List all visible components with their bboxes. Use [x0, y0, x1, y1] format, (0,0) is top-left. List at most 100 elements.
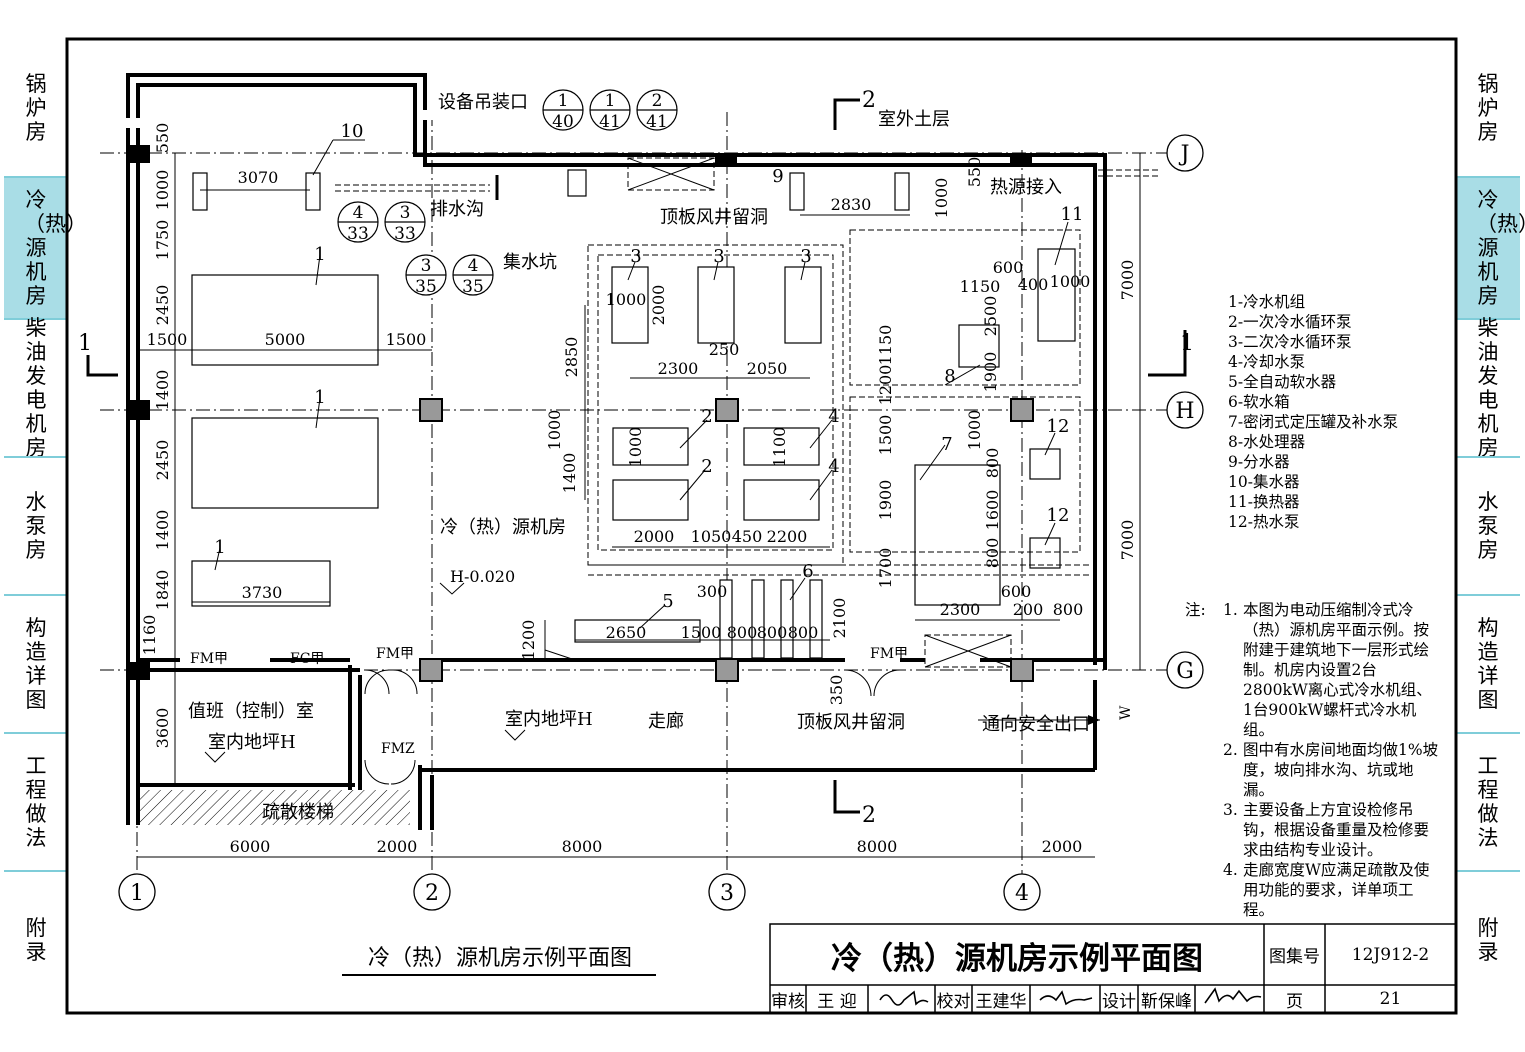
svg-text:1000: 1000: [965, 410, 984, 451]
tab-pump-room-left[interactable]: 水泵房: [25, 490, 47, 562]
room-labels: 设备吊装口 室外土层 排水沟 集水坑 顶板风井留洞 顶板风井留洞 热源接入 冷（…: [188, 92, 1134, 823]
tab-chiller-room-right[interactable]: 冷（热）源机房: [1456, 178, 1525, 318]
svg-text:3070: 3070: [238, 168, 279, 187]
notes-heading: 注:: [1185, 601, 1206, 619]
axis-col-4: 4: [1015, 881, 1029, 906]
tab-engineering-method-left[interactable]: 工程做法: [25, 754, 47, 850]
svg-text:2100: 2100: [830, 598, 849, 639]
tab-generator-room-left[interactable]: 柴油发电机房: [25, 316, 47, 460]
svg-text:2850: 2850: [562, 337, 581, 378]
axis-row-g: G: [1176, 659, 1194, 684]
svg-text:2050: 2050: [747, 359, 788, 378]
elevation-markers: [204, 582, 526, 763]
svg-text:2450: 2450: [153, 440, 172, 481]
wall-break-top: [417, 110, 443, 120]
tab-engineering-method-right[interactable]: 工程做法: [1477, 754, 1499, 850]
legend-item: 4-冷却水泵: [1228, 353, 1306, 371]
svg-text:250: 250: [709, 340, 740, 359]
tab-appendix-left[interactable]: 附录: [25, 916, 47, 964]
design-label: 设计: [1102, 991, 1136, 1012]
note-item: 2.图中有水房间地面均做1%坡度，坡向排水沟、坑或地漏。: [1223, 741, 1439, 799]
legend-item: 8-水处理器: [1228, 433, 1306, 451]
svg-text:1500: 1500: [876, 415, 895, 456]
label-door-fc: FC甲: [290, 651, 324, 667]
svg-text:2000: 2000: [649, 285, 668, 326]
svg-text:800: 800: [788, 623, 819, 642]
label-sump-pit: 集水坑: [503, 252, 557, 273]
equipment-tags: 10 1 1 1 3 3 3 2 2 4 4 9 11 8 7 12 12 5 …: [214, 121, 1083, 612]
svg-text:8000: 8000: [562, 837, 603, 856]
checker-signature: [1039, 990, 1093, 1006]
svg-text:35: 35: [462, 277, 484, 297]
svg-text:1: 1: [558, 91, 569, 111]
section-2-bottom: 2: [862, 803, 876, 828]
tag-6: 6: [802, 561, 813, 582]
sheet-title: 冷（热）源机房示例平面图: [831, 940, 1203, 977]
svg-text:1900: 1900: [981, 352, 1000, 393]
tab-boiler-room-left[interactable]: 锅炉房: [25, 72, 47, 144]
svg-text:33: 33: [394, 224, 416, 244]
stair-hatch: [140, 790, 410, 825]
svg-text:800: 800: [983, 538, 1002, 569]
dimension-texts: 6000 2000 8000 8000 2000 7000 7000 550 1…: [140, 123, 1137, 856]
svg-text:600: 600: [993, 258, 1024, 277]
title-block-grid: [769, 923, 1457, 1014]
walls: [126, 73, 1107, 830]
section-mark-lines: [86, 98, 1187, 814]
tag-1b: 1: [314, 387, 325, 408]
atlas-label: 图集号: [1269, 947, 1320, 967]
legend-item: 1-冷水机组: [1228, 293, 1306, 311]
svg-text:1000: 1000: [932, 178, 951, 219]
section-1-right: 1: [1180, 331, 1194, 356]
tag-2a: 2: [701, 406, 712, 427]
reviewer-name: 王 迎: [817, 991, 857, 1012]
legend-item: 3-二次冷水循环泵: [1228, 333, 1352, 351]
axis-col-2: 2: [425, 881, 439, 906]
svg-text:1750: 1750: [153, 220, 172, 261]
svg-text:1200: 1200: [519, 620, 538, 661]
dashed-zones: [335, 157, 1160, 668]
detail-ref-texts: 140 141 241 433 333 335 435: [347, 91, 668, 297]
label-outdoor-soil: 室外土层: [878, 109, 950, 130]
label-shaft-top-1: 顶板风井留洞: [660, 207, 768, 228]
label-hoist-opening: 设备吊装口: [438, 92, 528, 113]
svg-text:1400: 1400: [153, 510, 172, 551]
svg-text:300: 300: [697, 582, 728, 601]
tab-generator-room-right[interactable]: 柴油发电机房: [1477, 316, 1499, 460]
signatures: [879, 987, 1262, 1006]
svg-text:550: 550: [965, 157, 984, 188]
label-heat-source-inlet: 热源接入: [990, 177, 1062, 198]
shaft-crosses: [627, 157, 1012, 668]
svg-text:7000: 7000: [1118, 260, 1137, 301]
svg-text:4: 4: [468, 256, 479, 276]
tag-12b: 12: [1047, 505, 1070, 526]
tab-pump-room-right[interactable]: 水泵房: [1477, 490, 1499, 562]
note-item: 1.本图为电动压缩制冷式冷（热）源机房平面示例。按附建于建筑地下一层形式绘制。机…: [1223, 601, 1432, 739]
axis-col-1: 1: [130, 881, 144, 906]
svg-text:40: 40: [552, 112, 574, 132]
designer-name: 靳保峰: [1141, 991, 1192, 1012]
checker-name: 王建华: [975, 991, 1027, 1012]
svg-text:1050: 1050: [691, 527, 732, 546]
tab-appendix-right[interactable]: 附录: [1477, 916, 1499, 964]
label-shaft-top-2: 顶板风井留洞: [797, 712, 905, 733]
svg-text:1500: 1500: [147, 330, 188, 349]
svg-text:1900: 1900: [876, 480, 895, 521]
legend-item: 12-热水泵: [1228, 513, 1300, 531]
svg-text:800: 800: [983, 448, 1002, 479]
tag-1a: 1: [314, 244, 325, 265]
svg-text:1400: 1400: [153, 370, 172, 411]
legend-item: 5-全自动软水器: [1228, 373, 1337, 391]
svg-text:3: 3: [421, 256, 432, 276]
tab-construction-detail-right[interactable]: 构造详图: [1477, 616, 1499, 712]
svg-text:1160: 1160: [140, 615, 159, 656]
tag-3a: 3: [630, 246, 641, 267]
svg-text:2000: 2000: [377, 837, 418, 856]
tab-boiler-room-right[interactable]: 锅炉房: [1477, 72, 1499, 144]
svg-text:1100: 1100: [770, 427, 789, 468]
tab-construction-detail-left[interactable]: 构造详图: [25, 616, 47, 712]
svg-text:2300: 2300: [658, 359, 699, 378]
svg-text:41: 41: [599, 112, 621, 132]
page-label: 页: [1286, 991, 1303, 1012]
